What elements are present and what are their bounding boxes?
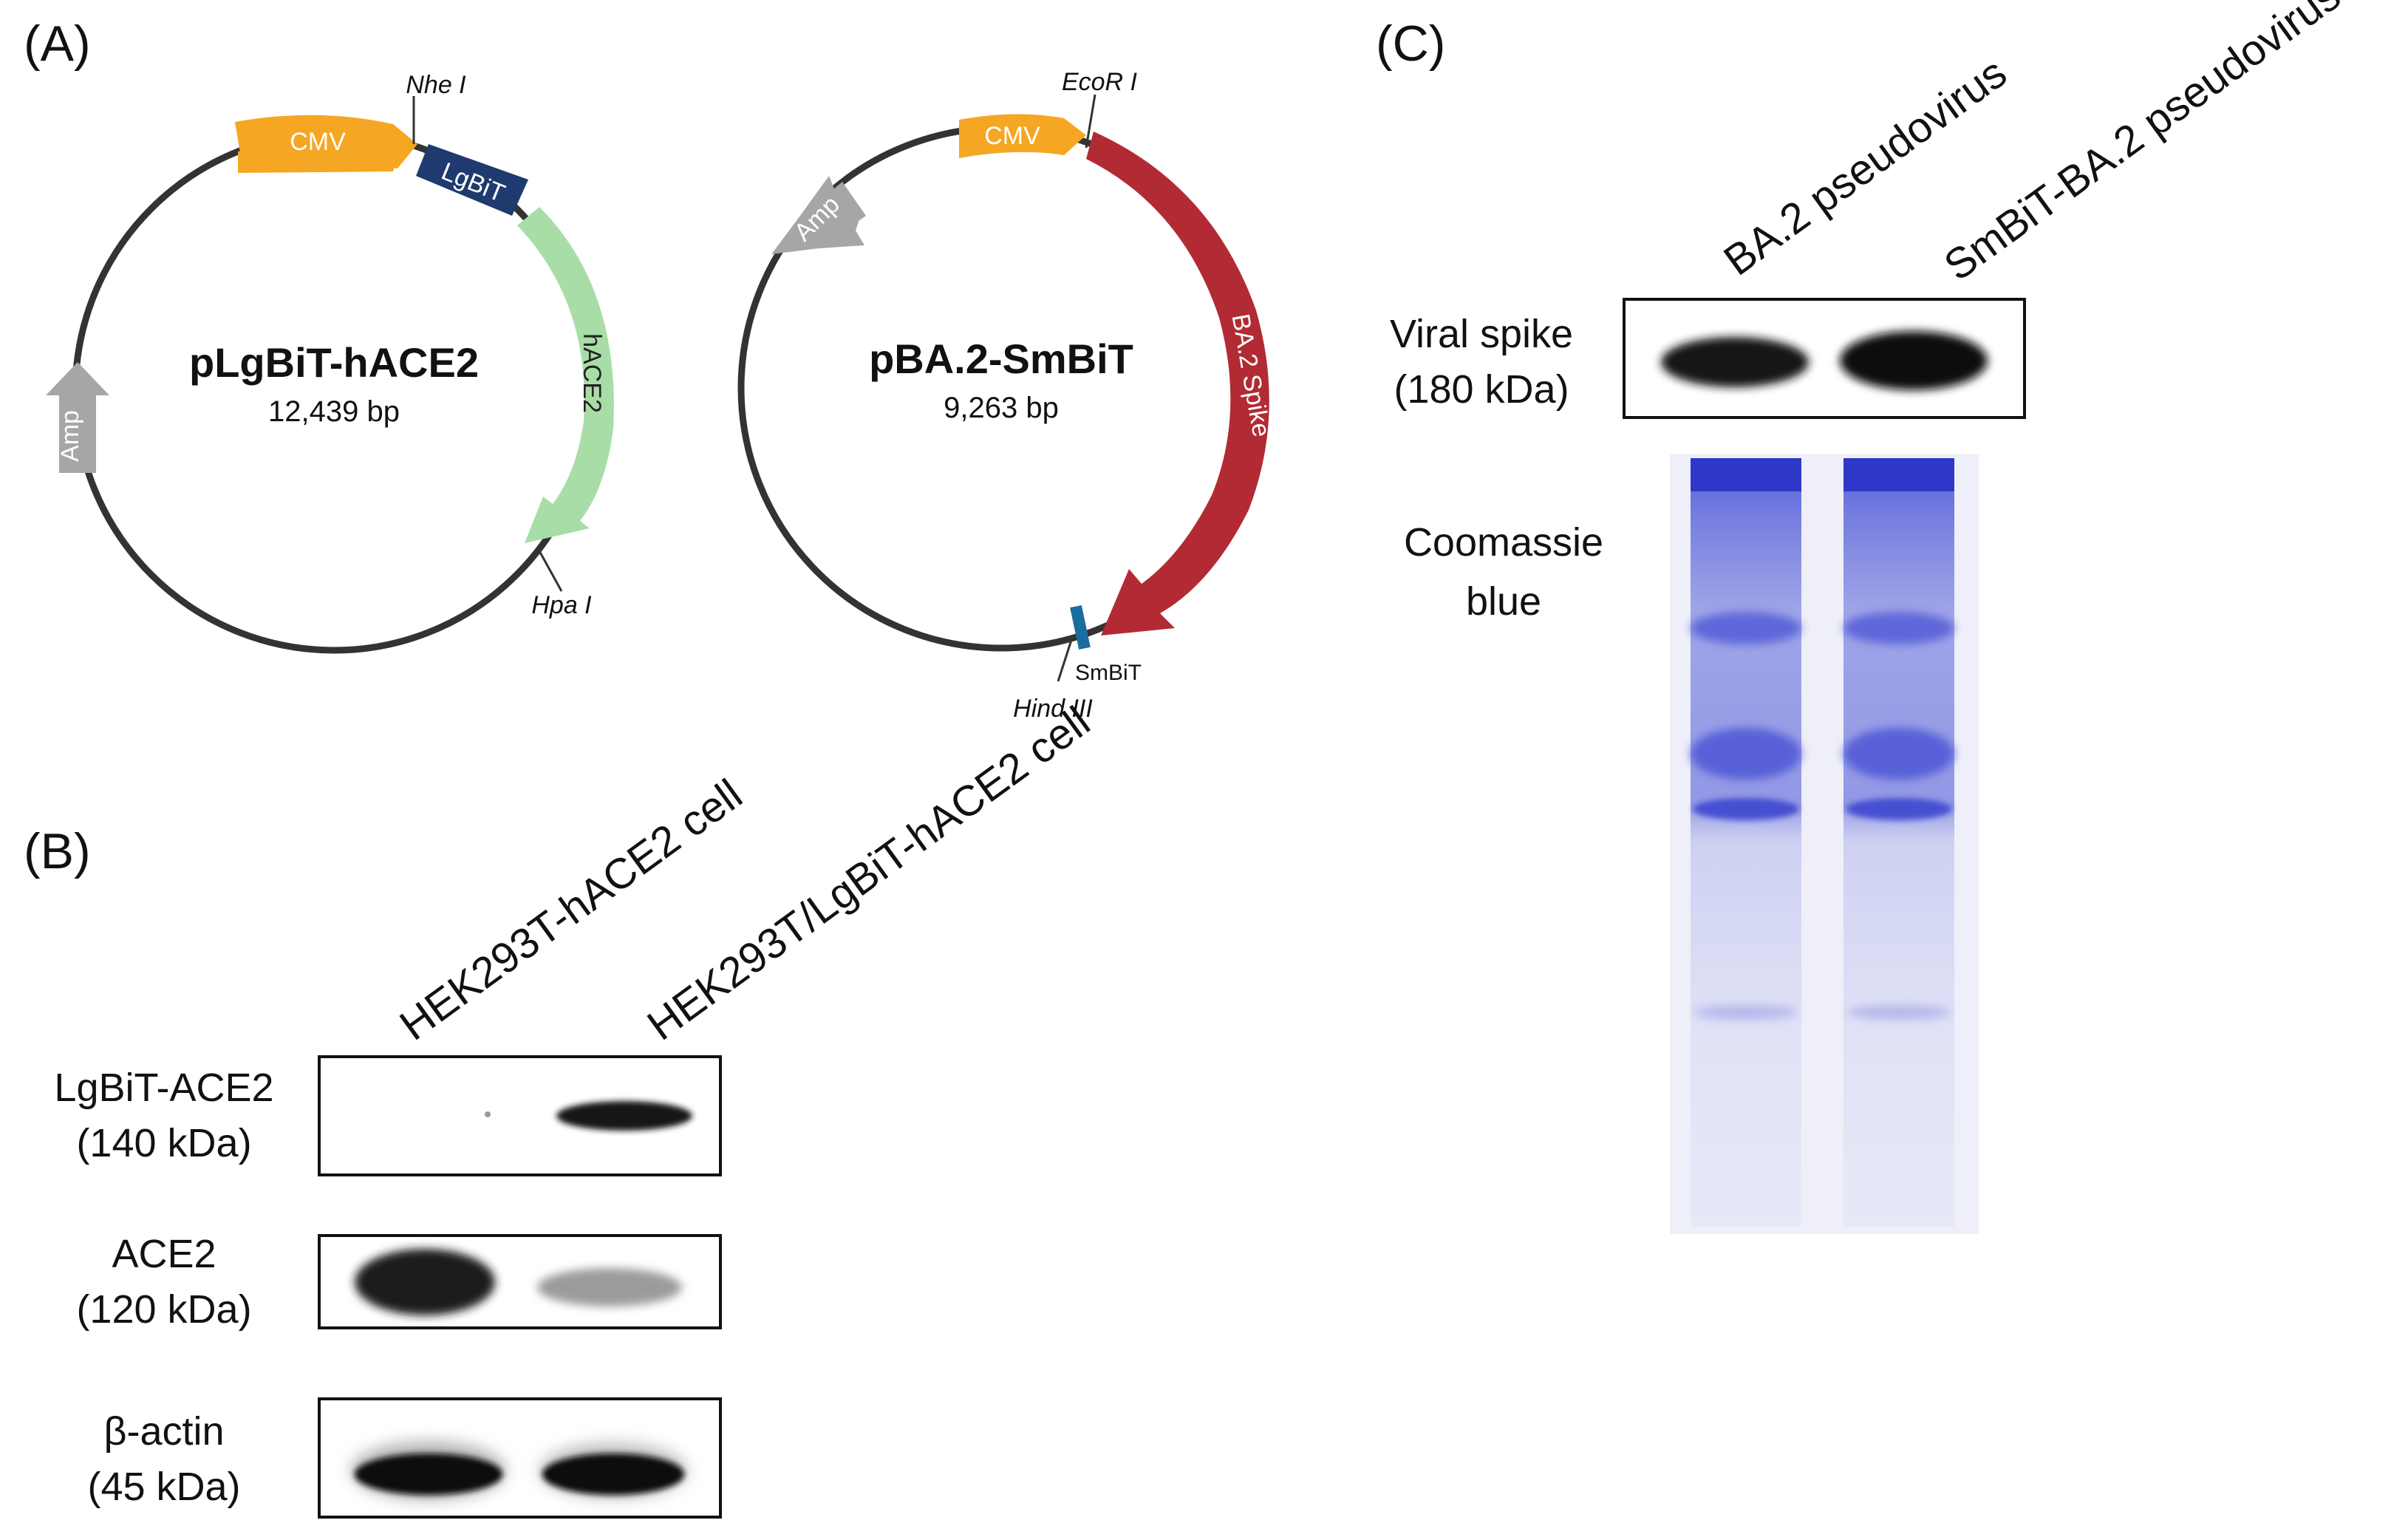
plasmid-1-amp-arrow — [46, 362, 109, 473]
smbit-box — [1070, 604, 1091, 650]
blot-2 — [318, 1234, 722, 1329]
plasmid-2: CMV EcoR I BA.2 Spike SmBiT Hind III Amp… — [737, 68, 1275, 723]
blot-2-band-lane-1 — [355, 1249, 495, 1315]
plasmid-1-name: pLgBiT-hACE2 — [189, 339, 479, 386]
blot-1-speck — [485, 1111, 491, 1117]
spike-blot-mw: (180 kDa) — [1394, 367, 1569, 412]
panel-a-letter: (A) — [24, 16, 91, 72]
blot-1-mw: (140 kDa) — [76, 1121, 251, 1165]
coomassie-lane-1-band-bottom — [1693, 798, 1799, 820]
panel-b-letter: (B) — [24, 823, 91, 879]
blot-2-band-lane-2 — [537, 1268, 682, 1306]
spike-arrow — [1086, 132, 1269, 636]
ecor-site-line — [1085, 94, 1096, 149]
lgbit-box — [416, 144, 528, 216]
panel-c-lane-2-label: SmBiT-BA.2 pseudovirus — [1935, 0, 2349, 290]
plasmid-1: CMV Nhe I LgBiT hACE2 Hpa I Amp pLgBiT-h… — [46, 71, 614, 654]
panel-b-lane-2-label: HEK293T/LgBiT-hACE2 cell — [638, 697, 1098, 1049]
plasmid-2-cmv-arrow — [959, 114, 1086, 158]
plasmid-1-cmv-label: CMV — [290, 128, 346, 156]
blot-3-name: β-actin — [103, 1409, 224, 1454]
coomassie-lane-1-faint-band — [1694, 1005, 1798, 1020]
hind-site-label: Hind III — [1013, 695, 1093, 723]
blot-3-band-lane-2 — [542, 1454, 684, 1495]
hace2-arrow — [517, 207, 614, 543]
spike-blot-name: Viral spike — [1390, 312, 1573, 356]
plasmid-1-backbone — [72, 129, 596, 654]
spike-blot-band-lane-2 — [1840, 331, 1988, 390]
coomassie-lane-2-band-lower — [1843, 728, 1954, 780]
blot-1-name: LgBiT-ACE2 — [54, 1066, 273, 1110]
hace2-label: hACE2 — [578, 333, 606, 413]
coomassie-label-line-1: Coomassie — [1404, 520, 1603, 565]
blot-2-mw: (120 kDa) — [76, 1287, 251, 1332]
blot-1 — [318, 1055, 722, 1176]
smbit-label: SmBiT — [1075, 661, 1142, 685]
coomassie-lane-2-faint-band — [1847, 1005, 1951, 1020]
coomassie-lane-1-band-lower — [1691, 728, 1801, 780]
panel-c-letter: (C) — [1376, 16, 1445, 72]
coomassie-lane-1-top-band — [1691, 458, 1801, 491]
spike-blot-band-lane-1 — [1661, 337, 1809, 387]
blot-1-band-lane-2 — [556, 1101, 692, 1131]
spike-blot — [1623, 298, 2026, 419]
plasmid-1-cmv-shape — [235, 115, 417, 168]
plasmid-1-amp-label: Amp — [56, 410, 84, 462]
blot-3-band-lane-1 — [355, 1454, 502, 1495]
plasmid-2-name: pBA.2-SmBiT — [869, 335, 1133, 382]
blot-3 — [318, 1397, 722, 1519]
coomassie-lane-2-top-band — [1843, 458, 1954, 491]
ecor-site-label: EcoR I — [1062, 68, 1138, 96]
coomassie-gel — [1670, 454, 1979, 1234]
blot-3-mw: (45 kDa) — [87, 1465, 240, 1509]
hpa-site-line — [536, 548, 563, 592]
plasmid-2-amp-arrow — [771, 182, 866, 254]
coomassie-lane-1 — [1691, 458, 1801, 1227]
coomassie-label-line-2: blue — [1466, 579, 1541, 624]
coomassie-lane-2-band-mid — [1843, 612, 1954, 644]
hpa-site-label: Hpa I — [531, 591, 592, 619]
hind-site-line — [1057, 635, 1074, 682]
coomassie-lane-2-band-bottom — [1846, 798, 1952, 820]
coomassie-lane-1-band-mid — [1691, 612, 1801, 644]
plasmid-1-size: 12,439 bp — [268, 395, 400, 428]
coomassie-lane-2 — [1843, 458, 1954, 1227]
blot-2-name: ACE2 — [112, 1232, 216, 1276]
nhe-site-label: Nhe I — [406, 71, 466, 99]
plasmid-2-size: 9,263 bp — [944, 392, 1059, 424]
plasmid-2-cmv-label: CMV — [984, 122, 1040, 150]
